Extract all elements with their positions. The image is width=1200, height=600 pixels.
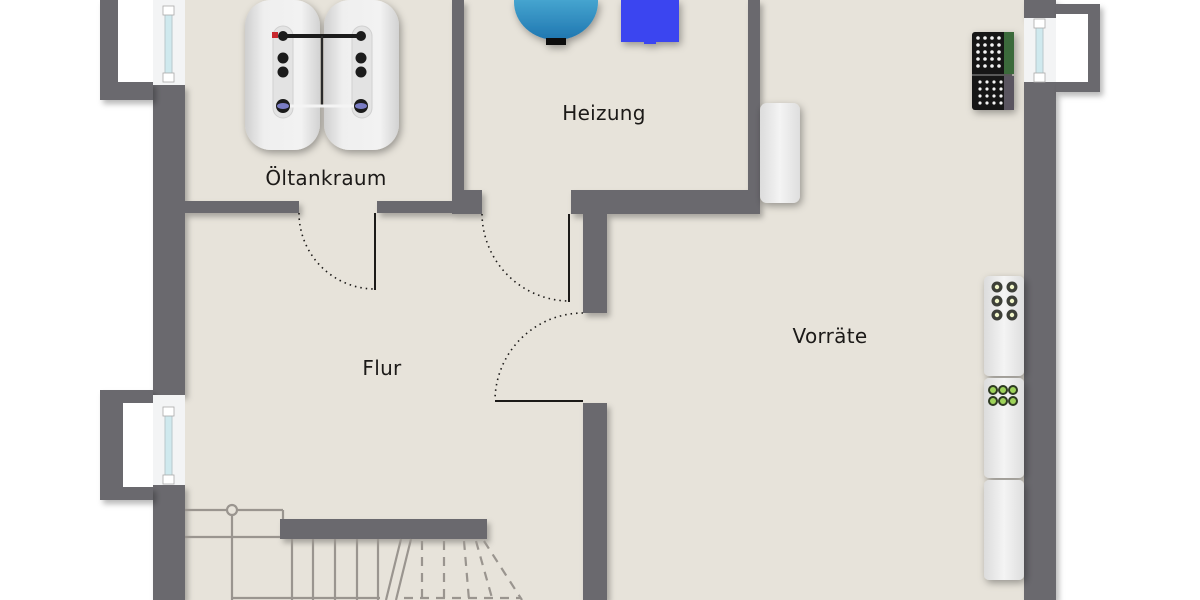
wall-vorraete-left-top xyxy=(583,200,607,313)
room-label-vorraete: Vorräte xyxy=(792,324,868,348)
shelf-1 xyxy=(984,276,1024,376)
wall-stair-partition xyxy=(280,519,487,539)
shelf-3 xyxy=(984,480,1024,580)
wall-right xyxy=(1024,82,1056,600)
walls xyxy=(153,0,1056,600)
door-heizung[interactable] xyxy=(481,213,570,302)
bottle-crates xyxy=(972,32,1014,110)
expansion-vessel xyxy=(514,0,598,45)
window-top-right xyxy=(1024,4,1100,92)
oil-tank-fittings xyxy=(272,25,373,119)
wall-left-top xyxy=(153,85,185,395)
wall-left-bottom xyxy=(153,485,185,600)
wall-oeltank-heizung xyxy=(452,0,464,200)
door-vorraete[interactable] xyxy=(494,312,584,402)
shelf-jars xyxy=(988,281,1018,406)
wall-vorraete-left-bottom xyxy=(583,403,607,600)
window-top-left xyxy=(100,0,185,100)
wall-oeltank-bottom-left xyxy=(180,201,299,213)
staircase xyxy=(185,503,523,600)
room-label-flur: Flur xyxy=(362,356,402,380)
radiator xyxy=(760,103,800,203)
wall-right-top xyxy=(1024,0,1056,18)
window-bottom-left xyxy=(100,390,185,500)
room-label-oeltankraum: Öltankraum xyxy=(265,166,387,190)
door-oeltankraum[interactable] xyxy=(298,212,376,290)
storage-shelves xyxy=(984,276,1024,580)
wall-heizung-corner xyxy=(452,190,482,214)
wall-heizung-right xyxy=(748,0,760,213)
boiler xyxy=(621,0,679,44)
room-label-heizung: Heizung xyxy=(562,101,646,125)
